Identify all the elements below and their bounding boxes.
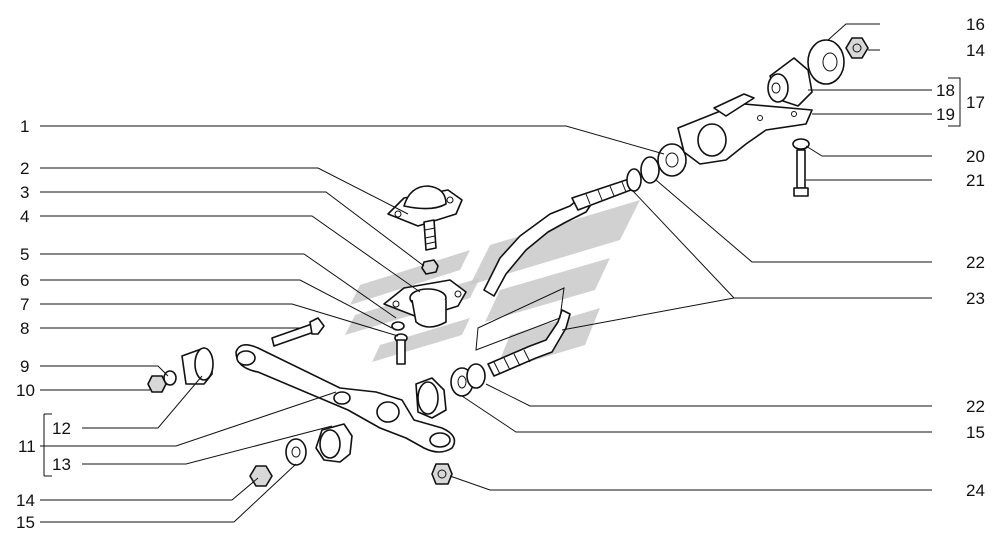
callout-18: 18 xyxy=(936,81,955,100)
callout-14-top: 14 xyxy=(966,41,985,60)
callout-24: 24 xyxy=(966,481,985,500)
ball-joint xyxy=(387,185,463,251)
mounting-pad xyxy=(383,279,467,328)
bushing-13 xyxy=(315,423,353,463)
callout-4: 4 xyxy=(20,207,29,226)
callout-15-lower: 15 xyxy=(16,513,35,532)
long-bolt xyxy=(271,317,325,347)
callout-9: 9 xyxy=(20,357,29,376)
callout-15-rod: 15 xyxy=(966,423,985,442)
bolt-small xyxy=(394,333,408,365)
callout-8: 8 xyxy=(20,319,29,338)
callout-3: 3 xyxy=(20,183,29,202)
callout-22-top: 22 xyxy=(966,253,985,272)
washer-top-large xyxy=(640,156,660,184)
callout-2: 2 xyxy=(20,159,29,178)
bushing-18 xyxy=(767,57,813,107)
nut-14-lower xyxy=(249,465,273,487)
lower-control-arm xyxy=(235,344,456,453)
callout-7: 7 xyxy=(20,295,29,314)
washer-15-lower xyxy=(285,438,307,466)
nut-24 xyxy=(431,463,453,485)
bolt-21 xyxy=(793,149,809,197)
nut-14-top xyxy=(845,37,869,59)
callout-labels: 1 2 3 4 5 6 7 8 9 10 11 12 13 14 15 16 1… xyxy=(16,15,985,532)
leader-lines xyxy=(40,23,961,523)
callout-23: 23 xyxy=(966,289,985,308)
washer-22-top xyxy=(626,168,642,192)
callout-12: 12 xyxy=(52,419,71,438)
strut-bushing xyxy=(415,377,447,419)
callout-19: 19 xyxy=(936,105,955,124)
washer-1-target xyxy=(657,143,687,177)
washer-small xyxy=(391,321,405,331)
nut-10 xyxy=(147,375,167,393)
callout-22-rod: 22 xyxy=(966,397,985,416)
strut-rod xyxy=(475,177,637,377)
callout-11: 11 xyxy=(18,437,36,456)
bushing-12 xyxy=(181,347,214,385)
washer-16 xyxy=(807,39,845,85)
ball-joint-nut xyxy=(421,259,439,275)
callout-13: 13 xyxy=(52,455,71,474)
callout-17: 17 xyxy=(966,93,985,112)
callout-16: 16 xyxy=(966,15,985,34)
callout-5: 5 xyxy=(20,245,29,264)
callout-14-lower: 14 xyxy=(16,491,35,510)
callout-20: 20 xyxy=(966,147,985,166)
callout-21: 21 xyxy=(966,171,985,190)
callout-1: 1 xyxy=(20,117,29,136)
callout-6: 6 xyxy=(20,271,29,290)
washer-22-rod xyxy=(466,363,486,389)
bracket-19 xyxy=(677,93,813,165)
callout-10: 10 xyxy=(16,381,35,400)
washer-20 xyxy=(792,138,810,150)
